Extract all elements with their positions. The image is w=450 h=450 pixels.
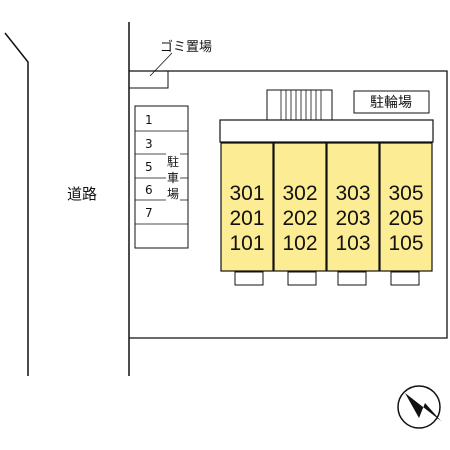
unit-column bbox=[273, 142, 327, 272]
unit-number: 303 bbox=[335, 182, 370, 205]
garbage-leader-line bbox=[149, 52, 173, 77]
unit-number: 302 bbox=[282, 182, 317, 205]
unit-number: 201 bbox=[229, 207, 264, 230]
parking-space-number: 1 bbox=[145, 113, 153, 127]
unit-number: 105 bbox=[388, 232, 423, 255]
building-units: 301 201 101 302 202 102 303 203 103 305 … bbox=[220, 142, 433, 286]
unit-number: 305 bbox=[388, 182, 423, 205]
road-label: 道路 bbox=[67, 185, 97, 203]
building-corridor bbox=[219, 119, 434, 143]
parking-label-char: 駐 bbox=[167, 154, 179, 169]
parking-space-number: 7 bbox=[145, 206, 153, 220]
balcony bbox=[234, 271, 264, 286]
unit-number: 103 bbox=[335, 232, 370, 255]
unit-number: 202 bbox=[282, 207, 317, 230]
unit-number: 102 bbox=[282, 232, 317, 255]
unit-number: 301 bbox=[229, 182, 264, 205]
garbage-label: ゴミ置場 bbox=[160, 39, 212, 55]
unit-number: 203 bbox=[335, 207, 370, 230]
balcony bbox=[337, 271, 367, 286]
balcony bbox=[390, 271, 420, 286]
north-arrow-icon bbox=[397, 385, 441, 429]
parking-lot: 1 3 5 6 7 駐 車 場 bbox=[134, 105, 189, 249]
unit-column bbox=[220, 142, 274, 272]
parking-space-number: 3 bbox=[145, 137, 153, 151]
stairs-icon bbox=[280, 90, 322, 120]
parking-label-char: 車 bbox=[167, 171, 179, 185]
parking-space-number: 6 bbox=[145, 183, 153, 197]
parking-label-char: 場 bbox=[167, 187, 179, 201]
parking-space-number: 5 bbox=[145, 160, 153, 174]
unit-number: 205 bbox=[388, 207, 423, 230]
bike-parking-area: 駐輪場 bbox=[266, 89, 430, 121]
unit-column bbox=[326, 142, 380, 272]
bike-parking-label: 駐輪場 bbox=[370, 94, 412, 111]
balcony bbox=[287, 271, 317, 286]
road-edge-left bbox=[4, 32, 29, 376]
garbage-area bbox=[129, 71, 169, 89]
unit-column bbox=[379, 142, 433, 272]
unit-number: 101 bbox=[229, 232, 264, 255]
site-boundary bbox=[129, 70, 448, 339]
